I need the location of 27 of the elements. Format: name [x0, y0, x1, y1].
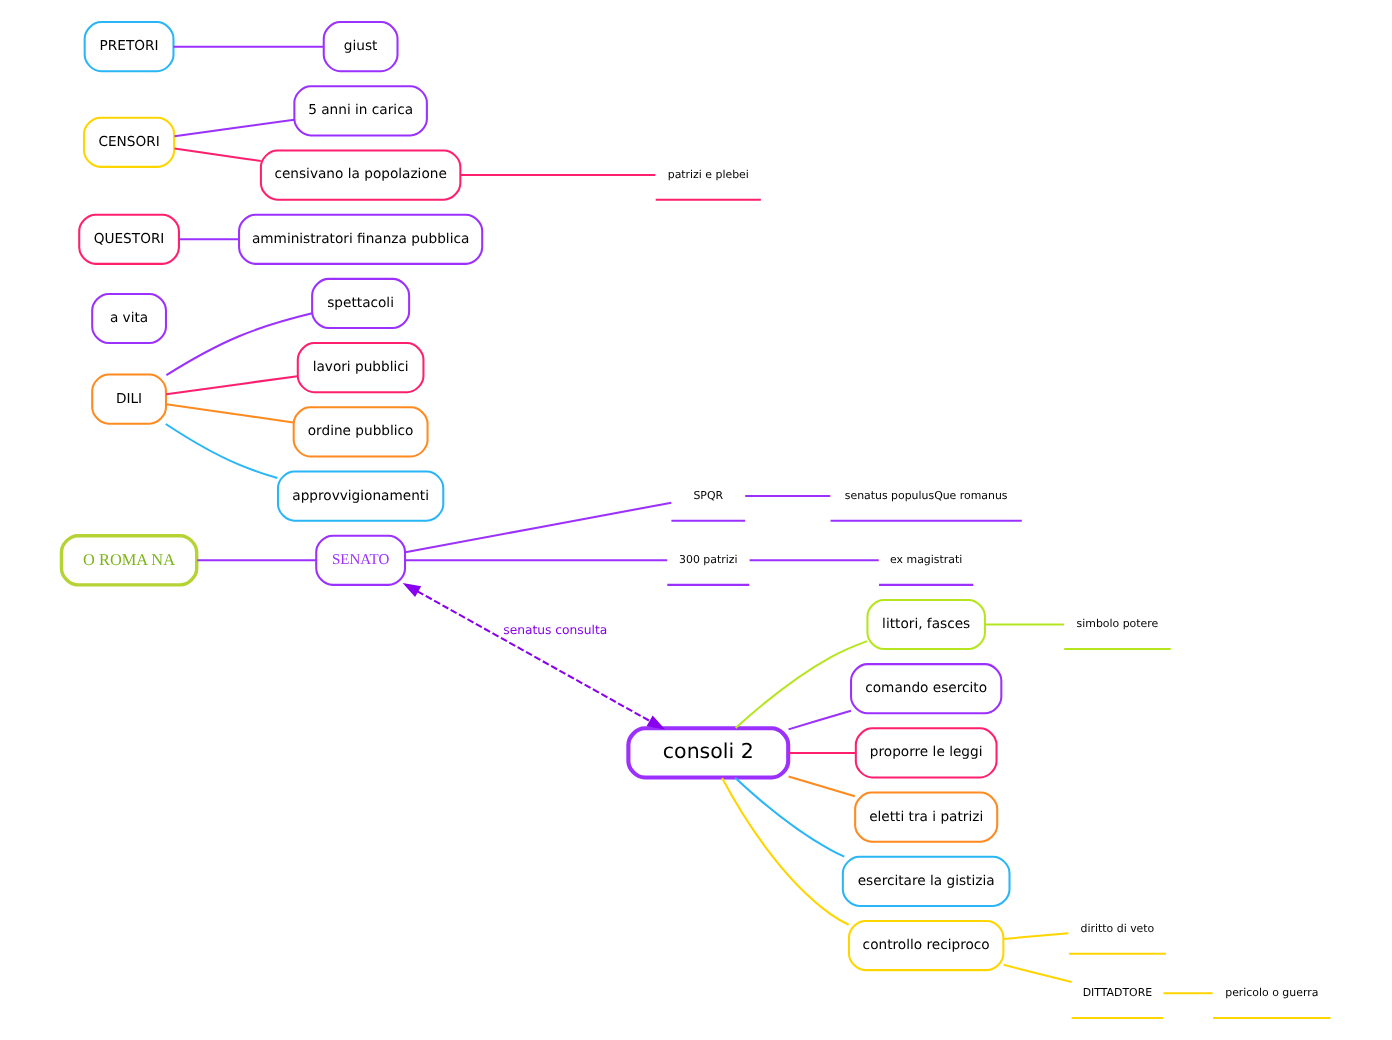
connector [178, 238, 239, 241]
connector [721, 777, 850, 926]
connector [460, 174, 656, 177]
connector [405, 501, 672, 554]
connector [405, 559, 668, 562]
connector [788, 751, 856, 754]
connector [174, 118, 295, 138]
arrow [402, 582, 666, 730]
connector [985, 623, 1064, 626]
connector [1003, 932, 1069, 940]
connector [165, 312, 313, 376]
connector [734, 640, 868, 729]
connector [1003, 963, 1072, 984]
connector [174, 147, 261, 162]
connector [788, 775, 856, 798]
node-box: consoli 2 [626, 726, 791, 780]
connector [197, 559, 317, 562]
connector [788, 709, 852, 731]
node-box: SENATO [315, 534, 407, 586]
connector [173, 45, 324, 48]
connector [166, 403, 294, 424]
connector [745, 495, 831, 498]
connector [165, 423, 278, 480]
connector [166, 375, 298, 396]
connector [1163, 992, 1213, 995]
connector [749, 559, 879, 562]
connector [734, 777, 845, 858]
